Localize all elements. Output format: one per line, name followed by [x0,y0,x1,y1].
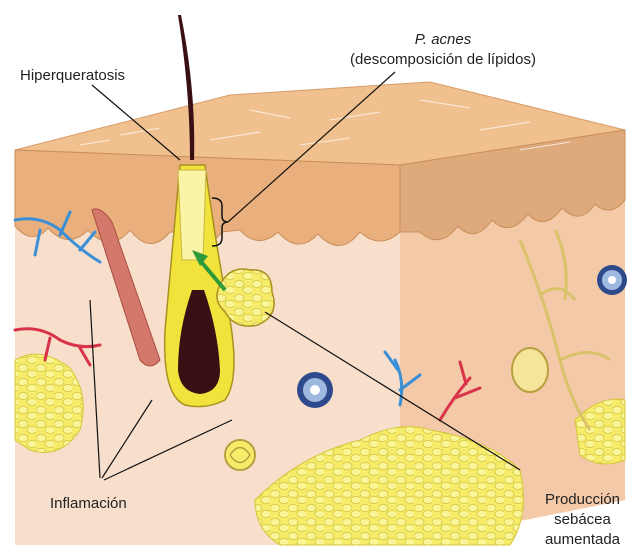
label-p-acnes-name: P. acnes [318,30,568,49]
label-sebum-line1: Producción [530,490,635,509]
coiled-gland [225,440,255,470]
gland-rosette-right [597,265,627,295]
hyperkeratosis-plug [178,170,206,260]
label-hyperkeratosis: Hiperqueratosis [20,66,125,85]
label-sebum-line3: aumentada [530,530,635,549]
label-p-acnes-desc: (descomposición de lípidos) [318,50,568,69]
label-sebum-line2: sebácea [530,510,635,529]
pacinian-corpuscle [512,348,548,392]
gland-rosette-center [297,372,333,408]
label-inflammation: Inflamación [50,494,127,513]
